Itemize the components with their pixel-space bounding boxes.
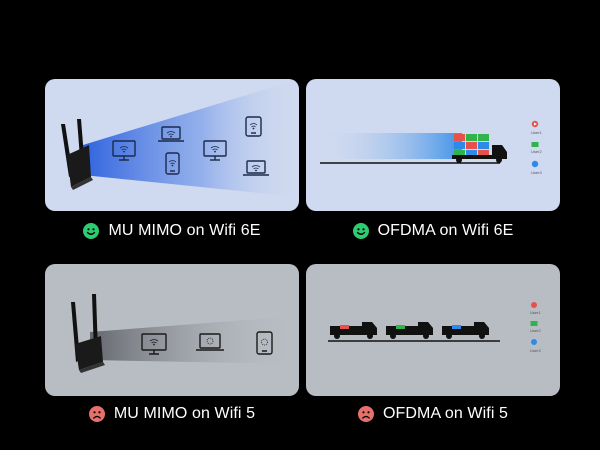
router-icon [71, 294, 105, 373]
ofdma-wifi5-panel: User1 User2 User3 [306, 264, 560, 396]
ofdma-wifi6e-panel: User1 User2 User3 [306, 79, 560, 211]
caption-ofdma-wifi5: OFDMA on Wifi 5 [306, 403, 560, 425]
truck-icon [386, 322, 433, 339]
mu-mimo-wifi6e-illustration [61, 79, 299, 197]
truck-icon [330, 322, 377, 339]
caption-mu-mimo-wifi5: MU MIMO on Wifi 5 [45, 403, 299, 425]
frown-icon [357, 406, 374, 422]
laptop-icon [196, 333, 224, 351]
caption-text: OFDMA on Wifi 5 [382, 405, 509, 422]
frown-icon [88, 406, 105, 422]
monitor-icon [141, 333, 167, 355]
user-legend: User1 User2 User3 [530, 302, 541, 353]
wifi-icon [149, 339, 159, 346]
wifi-icon [119, 123, 261, 172]
mail-icon [530, 321, 538, 326]
monitor-icon [112, 140, 136, 161]
chat-icon [531, 160, 539, 168]
phone-icon [165, 152, 180, 175]
laptop-icon [243, 160, 269, 176]
caption-text: MU MIMO on Wifi 6E [108, 222, 261, 239]
tablet-icon [256, 331, 273, 355]
user1-label: User1 [531, 130, 542, 135]
ofdma-wifi5-illustration: User1 User2 User3 [328, 302, 541, 353]
router-icon [61, 119, 93, 190]
laptop-icon [158, 126, 184, 142]
tablet-icon [245, 116, 262, 137]
ofdma-wifi6e-illustration: User1 User2 User3 [320, 120, 542, 175]
user2-label: User2 [530, 328, 541, 333]
user3-label: User3 [530, 348, 541, 353]
user3-label: User3 [531, 170, 542, 175]
truck-icon [452, 134, 507, 163]
truck-icon [442, 322, 489, 339]
chat-icon [531, 339, 537, 345]
smiley-icon [352, 223, 369, 239]
caption-ofdma-wifi6e: OFDMA on Wifi 6E [306, 220, 560, 242]
mu-mimo-wifi6e-panel [45, 79, 299, 211]
smiley-icon [83, 223, 100, 239]
mail-icon [531, 142, 539, 147]
mu-mimo-wifi5-illustration [71, 294, 299, 373]
play-icon [531, 302, 537, 308]
user-legend: User1 User2 User3 [531, 120, 542, 175]
user2-label: User2 [531, 149, 542, 154]
user1-label: User1 [530, 310, 541, 315]
caption-text: OFDMA on Wifi 6E [377, 222, 514, 239]
loading-icon [206, 337, 268, 346]
caption-mu-mimo-wifi6e: MU MIMO on Wifi 6E [45, 220, 299, 242]
mu-mimo-wifi5-panel [45, 264, 299, 396]
monitor-icon [203, 140, 227, 161]
caption-text: MU MIMO on Wifi 5 [113, 405, 256, 422]
